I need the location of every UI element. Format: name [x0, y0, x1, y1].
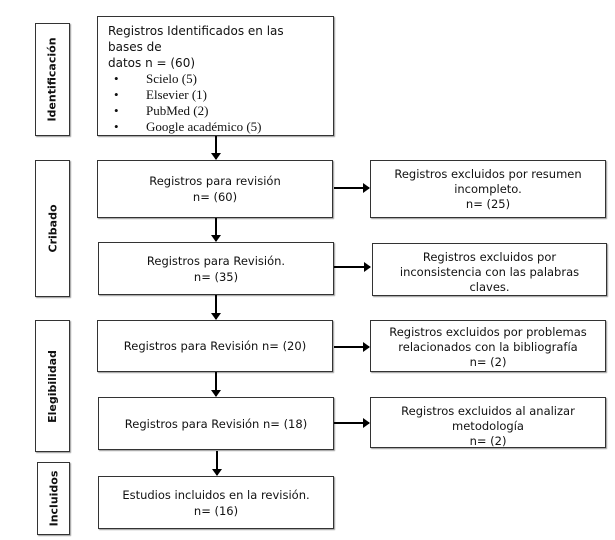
stage-cribado: Cribado: [35, 160, 70, 297]
text-line: n= (2): [469, 434, 507, 448]
flow-box-eligibility-1: Registros para Revisión n= (20): [97, 320, 333, 372]
flow-label: Registros para Revisión.: [146, 253, 286, 268]
text-line: Registros excluidos por resumen: [394, 167, 582, 181]
text-line: inconsistencia con las palabras: [399, 265, 580, 279]
stage-elegibilidad: Elegibilidad: [35, 320, 70, 452]
arrow-down: [211, 295, 221, 320]
text-line: claves.: [469, 280, 510, 294]
stage-label: Cribado: [46, 204, 59, 253]
stage-label: Identificación: [46, 37, 60, 122]
stage-incluidos: Incluidos: [37, 462, 70, 535]
flow-box-screening: Registros para revisión n= (60): [97, 160, 333, 218]
stage-label: Incluidos: [47, 470, 61, 527]
arrow-down: [211, 218, 221, 242]
source-item: Scielo (5): [108, 71, 323, 87]
text-line: metodología: [452, 419, 524, 433]
flow-count: n= (35): [193, 269, 239, 284]
flow-count: n= (16): [193, 503, 239, 518]
stage-identificacion: Identificación: [35, 23, 70, 136]
text-line: datos n = (60): [108, 56, 196, 70]
text-line: bases de: [108, 40, 162, 54]
arrow-right: [334, 342, 370, 352]
arrow-right: [334, 183, 370, 193]
text-line: Registros excluidos al analizar: [401, 404, 575, 418]
flow-label: Registros para revisión: [149, 174, 281, 188]
text-line: Registros Identificados en las: [108, 24, 284, 38]
flow-label: Estudios incluidos en la revisión.: [122, 487, 310, 502]
text-line: n= (25): [465, 197, 511, 211]
arrow-right: [334, 262, 371, 272]
flow-count: n= (60): [192, 190, 238, 204]
flow-label: Registros para Revisión n= (18): [124, 416, 308, 431]
arrow-down: [212, 451, 222, 476]
text-line: Registros excluidos por problemas: [389, 325, 587, 339]
identified-records-box: Registros Identificados en las bases de …: [97, 16, 334, 136]
text-line: incompleto.: [454, 182, 522, 196]
source-list: Scielo (5) Elsevier (1) PubMed (2) Googl…: [108, 71, 323, 135]
text-line: relacionados con la bibliografía: [398, 340, 578, 354]
flow-box-eligibility-2: Registros para Revisión n= (18): [98, 397, 334, 450]
flow-box-included: Estudios incluidos en la revisión.n= (16…: [98, 476, 334, 529]
text-line: Registros excluidos por: [422, 250, 557, 264]
arrow-down: [211, 372, 221, 397]
source-item: Google académico (5): [108, 119, 323, 135]
source-item: Elsevier (1): [108, 87, 323, 103]
arrow-right: [334, 418, 370, 428]
flow-box-review-2: Registros para Revisión.n= (35): [98, 242, 334, 295]
text-line: n= (2): [469, 355, 507, 369]
stage-label: Elegibilidad: [46, 349, 59, 423]
arrow-down: [211, 136, 221, 160]
flow-label: Registros para Revisión n= (20): [123, 339, 307, 353]
source-item: PubMed (2): [108, 103, 323, 119]
